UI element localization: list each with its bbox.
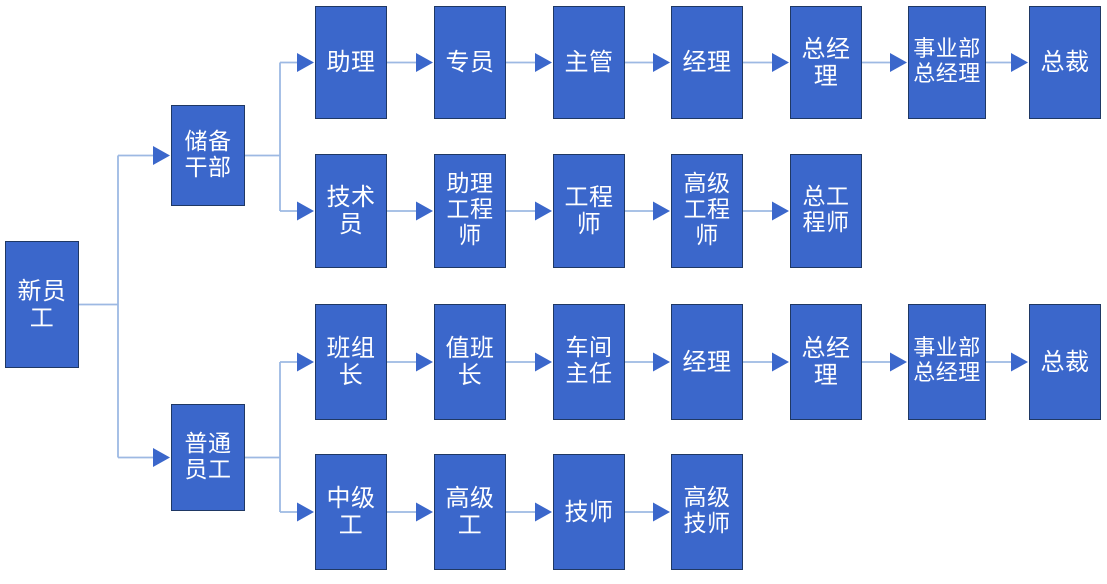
node-branch-1[interactable]: 普通员工: [171, 404, 245, 511]
node-label: 储备干部: [184, 128, 232, 181]
node-label: 普通员工: [184, 430, 232, 483]
arrow-head-icon: [653, 352, 670, 372]
arrow-head-icon: [772, 201, 789, 221]
node-label: 专员: [445, 48, 495, 77]
node-label: 值班长: [445, 334, 495, 389]
node-label: 中级工: [326, 484, 376, 539]
node-label: 事业部总经理: [913, 336, 981, 386]
arrow-head-icon: [535, 352, 552, 372]
node-label: 总经理: [801, 334, 851, 389]
arrow-head-icon: [1011, 352, 1028, 372]
node-label: 助理: [326, 48, 376, 77]
arrow-head-icon: [535, 502, 552, 522]
node-label: 总经理: [801, 34, 851, 90]
node-skill-track-3[interactable]: 高级技师: [671, 454, 743, 570]
node-label: 高级工程师: [683, 171, 731, 249]
node-technical-track-3[interactable]: 高级工程师: [671, 154, 743, 268]
node-label: 经理: [682, 347, 732, 376]
node-production-management-track-2[interactable]: 车间主任: [553, 304, 625, 420]
node-label: 主管: [564, 48, 614, 77]
node-label: 事业部总经理: [913, 36, 981, 87]
arrow-head-icon: [297, 201, 314, 221]
node-skill-track-2[interactable]: 技师: [553, 454, 625, 570]
arrow-head-icon: [297, 502, 314, 522]
node-label: 总裁: [1040, 347, 1090, 376]
node-management-track-3[interactable]: 经理: [671, 6, 743, 119]
node-label: 经理: [682, 48, 732, 77]
node-branch-0[interactable]: 储备干部: [171, 105, 245, 206]
node-new-employee[interactable]: 新员工: [5, 241, 79, 368]
node-label: 新员工: [17, 276, 67, 332]
node-production-management-track-0[interactable]: 班组长: [315, 304, 387, 420]
node-label: 高级工: [445, 484, 495, 539]
arrow-head-icon: [890, 352, 907, 372]
arrow-head-icon: [416, 502, 433, 522]
node-label: 工程师: [564, 183, 614, 238]
arrow-head-icon: [535, 201, 552, 221]
node-label: 技师: [564, 497, 614, 526]
arrow-head-icon: [653, 502, 670, 522]
node-label: 技术员: [326, 183, 376, 238]
node-production-management-track-6[interactable]: 总裁: [1029, 304, 1101, 420]
arrow-head-icon: [535, 53, 552, 72]
arrow-head-icon: [297, 53, 314, 72]
node-production-management-track-5[interactable]: 事业部总经理: [908, 304, 986, 420]
node-management-track-4[interactable]: 总经理: [790, 6, 862, 119]
node-skill-track-1[interactable]: 高级工: [434, 454, 506, 570]
node-skill-track-0[interactable]: 中级工: [315, 454, 387, 570]
node-label: 总裁: [1040, 48, 1090, 77]
node-management-track-6[interactable]: 总裁: [1029, 6, 1101, 119]
arrow-head-icon: [416, 53, 433, 72]
node-management-track-1[interactable]: 专员: [434, 6, 506, 119]
node-management-track-2[interactable]: 主管: [553, 6, 625, 119]
node-production-management-track-1[interactable]: 值班长: [434, 304, 506, 420]
arrow-head-icon: [1011, 53, 1028, 72]
node-label: 高级技师: [683, 485, 731, 537]
node-label: 车间主任: [565, 335, 613, 387]
node-label: 总工程师: [802, 184, 850, 236]
node-label: 助理工程师: [446, 171, 494, 249]
node-management-track-0[interactable]: 助理: [315, 6, 387, 119]
node-production-management-track-3[interactable]: 经理: [671, 304, 743, 420]
arrow-head-icon: [153, 146, 170, 165]
arrow-head-icon: [653, 201, 670, 221]
node-technical-track-2[interactable]: 工程师: [553, 154, 625, 268]
arrow-head-icon: [653, 53, 670, 72]
arrow-head-icon: [772, 352, 789, 372]
arrow-head-icon: [297, 352, 314, 372]
node-label: 班组长: [326, 334, 376, 389]
node-technical-track-4[interactable]: 总工程师: [790, 154, 862, 268]
node-management-track-5[interactable]: 事业部总经理: [908, 6, 986, 119]
node-technical-track-1[interactable]: 助理工程师: [434, 154, 506, 268]
arrow-head-icon: [416, 352, 433, 372]
node-technical-track-0[interactable]: 技术员: [315, 154, 387, 268]
arrow-head-icon: [772, 53, 789, 72]
arrow-head-icon: [890, 53, 907, 72]
node-production-management-track-4[interactable]: 总经理: [790, 304, 862, 420]
arrow-head-icon: [153, 448, 170, 467]
arrow-head-icon: [416, 201, 433, 221]
